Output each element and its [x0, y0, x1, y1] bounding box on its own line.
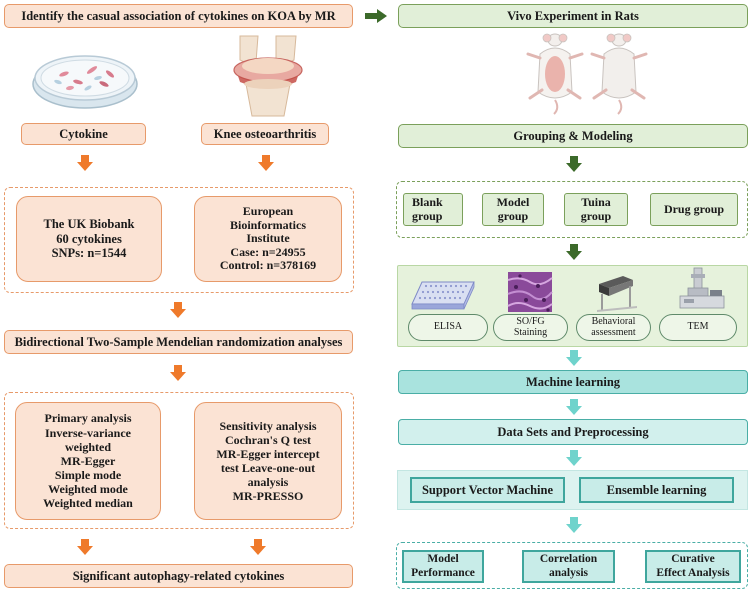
arrow-down-icon	[77, 155, 93, 171]
analyses-container	[4, 392, 354, 529]
model-group-box: Model group	[482, 193, 544, 226]
behavioral-assessment-label: Behavioral assessment	[576, 314, 651, 341]
bidirectional-mr-box: Bidirectional Two-Sample Mendelian rando…	[4, 330, 353, 354]
behavioral-apparatus-icon	[597, 276, 637, 312]
primary-analysis-box: Primary analysis Inverse-variance weight…	[15, 402, 161, 520]
arrow-down-icon	[566, 156, 582, 172]
arrow-down-icon	[170, 302, 186, 318]
result-box: Significant autophagy-related cytokines	[4, 564, 353, 588]
data-sources-container	[4, 187, 354, 293]
data-sets-box: Data Sets and Preprocessing	[398, 419, 748, 445]
model-performance-box: Model Performance	[402, 550, 484, 583]
correlation-analysis-box: Correlation analysis	[522, 550, 615, 583]
arrow-down-icon	[258, 155, 274, 171]
drug-group-box: Drug group	[650, 193, 738, 226]
elisa-plate-icon	[411, 281, 475, 310]
blank-group-box: Blank group	[403, 193, 463, 226]
uk-biobank-box: The UK Biobank 60 cytokines SNPs: n=1544	[16, 196, 162, 282]
tuina-group-box: Tuina group	[564, 193, 628, 226]
right-title: Vivo Experiment in Rats	[398, 4, 748, 28]
arrow-down-icon	[566, 244, 582, 260]
rat-icon	[590, 33, 648, 115]
arrow-down-icon	[250, 539, 266, 555]
knee-joint-icon	[233, 35, 303, 117]
arrow-down-icon	[566, 450, 582, 466]
left-title: Identify the casual association of cytok…	[4, 4, 353, 28]
rat-icon	[526, 33, 584, 115]
tem-label: TEM	[659, 314, 737, 341]
sofg-staining-label: SO/FG Staining	[493, 314, 568, 341]
ensemble-learning-box: Ensemble learning	[579, 477, 734, 503]
elisa-label: ELISA	[408, 314, 488, 341]
machine-learning-box: Machine learning	[398, 370, 748, 394]
grouping-modeling-box: Grouping & Modeling	[398, 124, 748, 148]
ebi-box: European Bioinformatics Institute Case: …	[194, 196, 342, 282]
arrow-down-icon	[77, 539, 93, 555]
petri-dish-icon	[32, 55, 138, 109]
arrow-down-icon	[170, 365, 186, 381]
curative-effect-box: Curative Effect Analysis	[645, 550, 741, 583]
arrow-down-icon	[566, 399, 582, 415]
microscope-icon	[679, 267, 725, 309]
arrow-down-icon	[566, 350, 582, 366]
knee-osteoarthritis-box: Knee osteoarthritis	[201, 123, 329, 145]
arrow-down-icon	[566, 517, 582, 533]
outputs-container	[396, 542, 748, 589]
cytokine-box: Cytokine	[21, 123, 146, 145]
svm-box: Support Vector Machine	[410, 477, 565, 503]
arrow-right-icon	[365, 9, 387, 23]
histology-icon	[507, 272, 553, 312]
sensitivity-analysis-box: Sensitivity analysis Cochran's Q test MR…	[194, 402, 342, 520]
groups-container	[396, 181, 748, 238]
